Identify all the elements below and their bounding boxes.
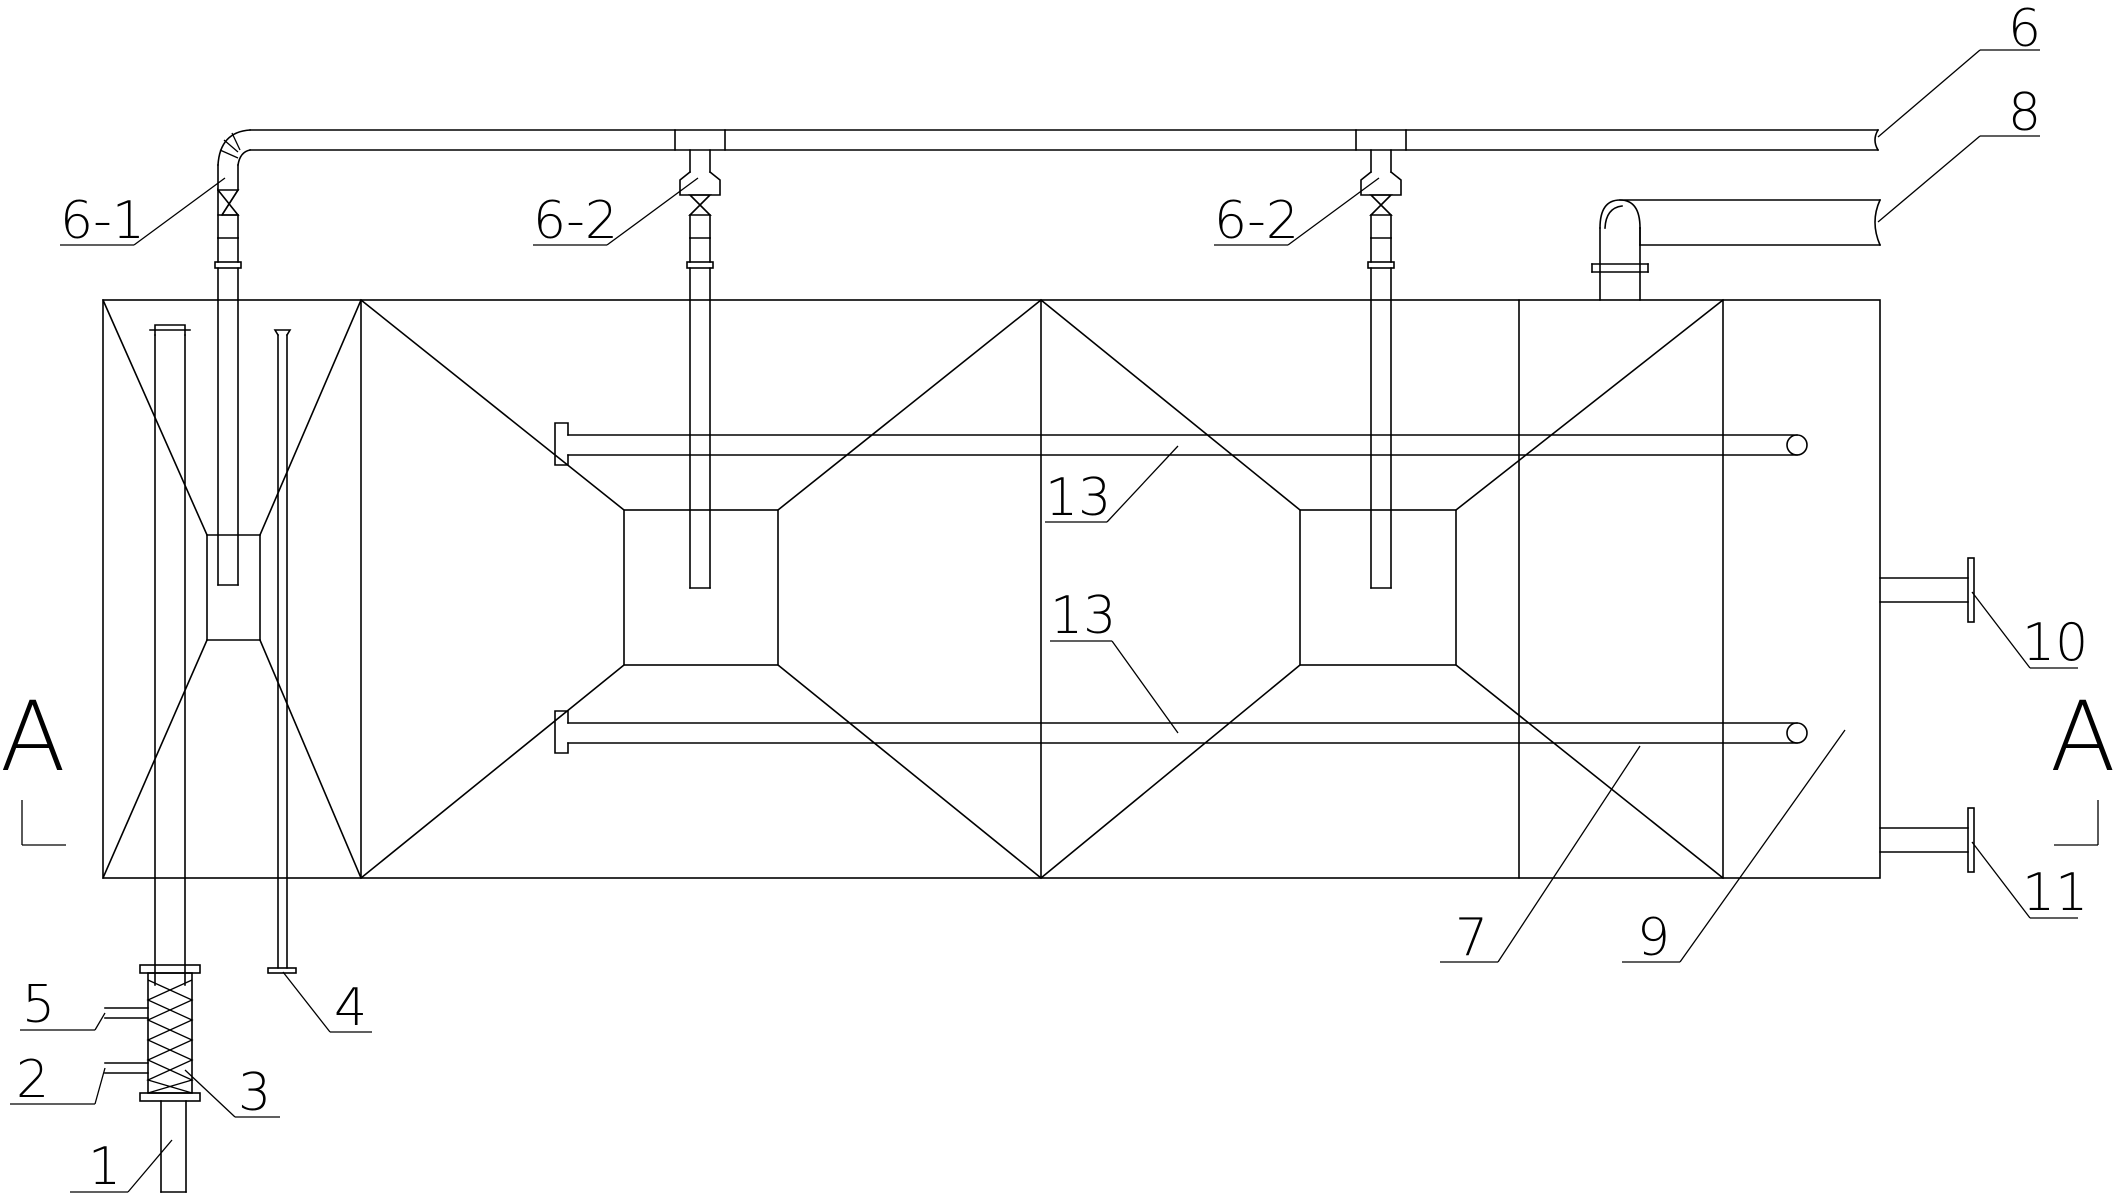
mixer-assembly (104, 964, 201, 1193)
outlet-pipe-8 (1591, 198, 1882, 301)
part-labels: 6 8 6-1 6-2 6-2 13 13 7 9 10 11 4 5 2 3 … (16, 0, 2088, 1197)
port-11 (1879, 807, 1975, 873)
label-6-2-a: 6-2 (533, 191, 618, 251)
label-11: 11 (2022, 863, 2088, 923)
label-2: 2 (16, 1050, 49, 1110)
label-6: 6 (2008, 0, 2041, 59)
label-1: 1 (88, 1137, 121, 1197)
branch-6-2-a (679, 149, 721, 589)
tank-outline (102, 299, 1881, 879)
label-9: 9 (1637, 908, 1670, 968)
label-13-lower: 13 (1050, 586, 1116, 646)
tube-lower (554, 710, 1808, 754)
section-mark-left: A (0, 681, 66, 793)
left-funnel (101, 298, 363, 880)
main-pipe (217, 128, 1880, 166)
label-4: 4 (334, 978, 367, 1038)
label-13-upper: 13 (1045, 468, 1111, 528)
section-mark-right: A (2050, 681, 2116, 793)
label-3: 3 (238, 1063, 271, 1123)
label-5: 5 (22, 975, 55, 1035)
branch-6-2-b (1360, 149, 1402, 589)
tube-upper (554, 422, 1808, 466)
leader-lines (10, 49, 2099, 1193)
port-10 (1879, 557, 1975, 623)
label-8: 8 (2008, 83, 2041, 143)
label-6-2-b: 6-2 (1214, 191, 1299, 251)
branch-6-1 (214, 164, 242, 586)
port-4-pipe (267, 329, 297, 974)
funnel-chambers (359, 298, 1725, 880)
label-10: 10 (2022, 613, 2088, 673)
section-marks: A A (0, 681, 2116, 793)
left-vertical-pipe (149, 324, 191, 986)
label-7: 7 (1455, 908, 1488, 968)
label-6-1: 6-1 (60, 191, 145, 251)
